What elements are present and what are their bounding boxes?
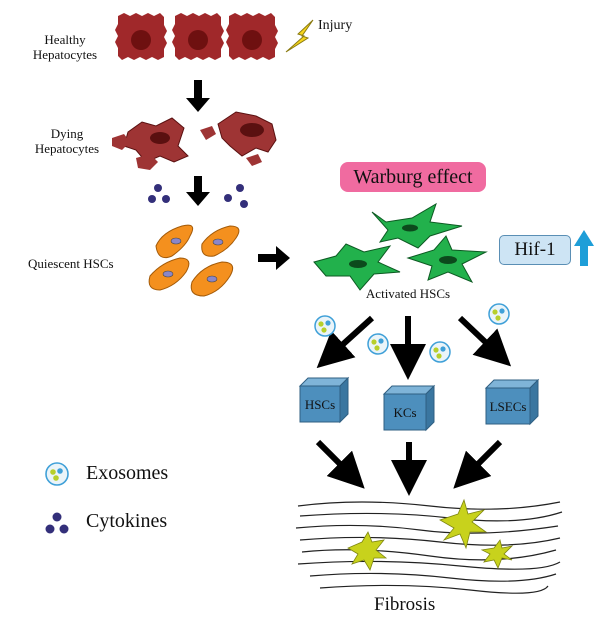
- lightning-icon: [285, 19, 314, 53]
- healthy-hepatocytes-group: [115, 13, 278, 60]
- box-kcs-label: KCs: [393, 405, 417, 420]
- activated-hsc-icon: [313, 243, 401, 291]
- dying-fragment-icon: [112, 134, 130, 150]
- injury-label: Injury: [318, 18, 353, 33]
- fibrosis-star-icon: [439, 498, 488, 550]
- exosome-icon: [367, 333, 389, 355]
- box-hscs-icon: [298, 376, 350, 424]
- activated-hsc-icon: [371, 202, 463, 249]
- healthy-hepatocyte-icon: [115, 13, 167, 60]
- dying-fragment-icon: [136, 154, 158, 170]
- exosome-icon: [314, 315, 336, 337]
- box-lsecs-label: LSECs: [489, 399, 527, 414]
- dying-fragment-icon: [200, 126, 216, 140]
- legend-cytokines-label: Cytokines: [86, 510, 168, 532]
- box-kcs-icon: [382, 384, 436, 432]
- quiescent-hsc-icon: [201, 225, 240, 257]
- fibrosis-label: Fibrosis: [374, 594, 436, 615]
- exosome-icon: [429, 341, 451, 363]
- fibrosis-star-icon: [480, 539, 514, 569]
- fibrosis-star-icon: [347, 531, 388, 571]
- legend-exosomes-label: Exosomes: [86, 462, 169, 484]
- warburg-effect-badge: Warburg effect: [340, 162, 486, 192]
- arrow-to-fibrosis-icon: [315, 439, 365, 489]
- arrow-down-icon: [186, 80, 210, 112]
- quiescent-hsc-icon: [148, 257, 190, 291]
- quiescent-hscs-group: [148, 224, 240, 297]
- cytokine-icon: [224, 194, 232, 202]
- arrow-to-fibrosis-icon: [453, 439, 503, 489]
- cytokine-icon: [162, 195, 170, 203]
- legend-cytokine-icon: [45, 512, 69, 534]
- cytokines-group: [148, 184, 248, 208]
- quiescent-hsc-icon: [155, 224, 194, 259]
- arrow-to-hscs-icon: [316, 315, 375, 369]
- cytokine-icon: [240, 200, 248, 208]
- up-arrow-icon: [574, 230, 594, 266]
- arrow-right-icon: [258, 246, 290, 270]
- activated-hscs-group: [313, 202, 488, 291]
- activated-hsc-icon: [406, 235, 488, 284]
- exosome-icon: [488, 303, 510, 325]
- dying-fragment-icon: [246, 154, 262, 166]
- healthy-hepatocytes-label: Healthy Hepatocytes: [32, 32, 98, 62]
- activated-hscs-label: Activated HSCs: [365, 286, 451, 301]
- healthy-hepatocyte-icon: [226, 13, 278, 60]
- arrow-to-lsecs-icon: [457, 315, 512, 367]
- dying-hepatocytes-label: Dying Hepatocytes: [34, 126, 100, 156]
- quiescent-hscs-label: Quiescent HSCs: [28, 256, 114, 271]
- legend-exosome-icon: [45, 462, 69, 486]
- hif-1-badge: Hif-1: [499, 235, 571, 265]
- healthy-hepatocyte-icon: [172, 13, 224, 60]
- dying-hepatocytes-group: [112, 111, 277, 170]
- box-lsecs-icon: [484, 378, 540, 426]
- cytokine-icon: [148, 195, 156, 203]
- cytokine-icon: [154, 184, 162, 192]
- cytokine-icon: [236, 184, 244, 192]
- arrow-down-icon: [186, 176, 210, 206]
- quiescent-hsc-icon: [190, 261, 234, 297]
- fibrosis-fibers-icon: [295, 501, 563, 594]
- box-hscs-label: HSCs: [304, 397, 336, 412]
